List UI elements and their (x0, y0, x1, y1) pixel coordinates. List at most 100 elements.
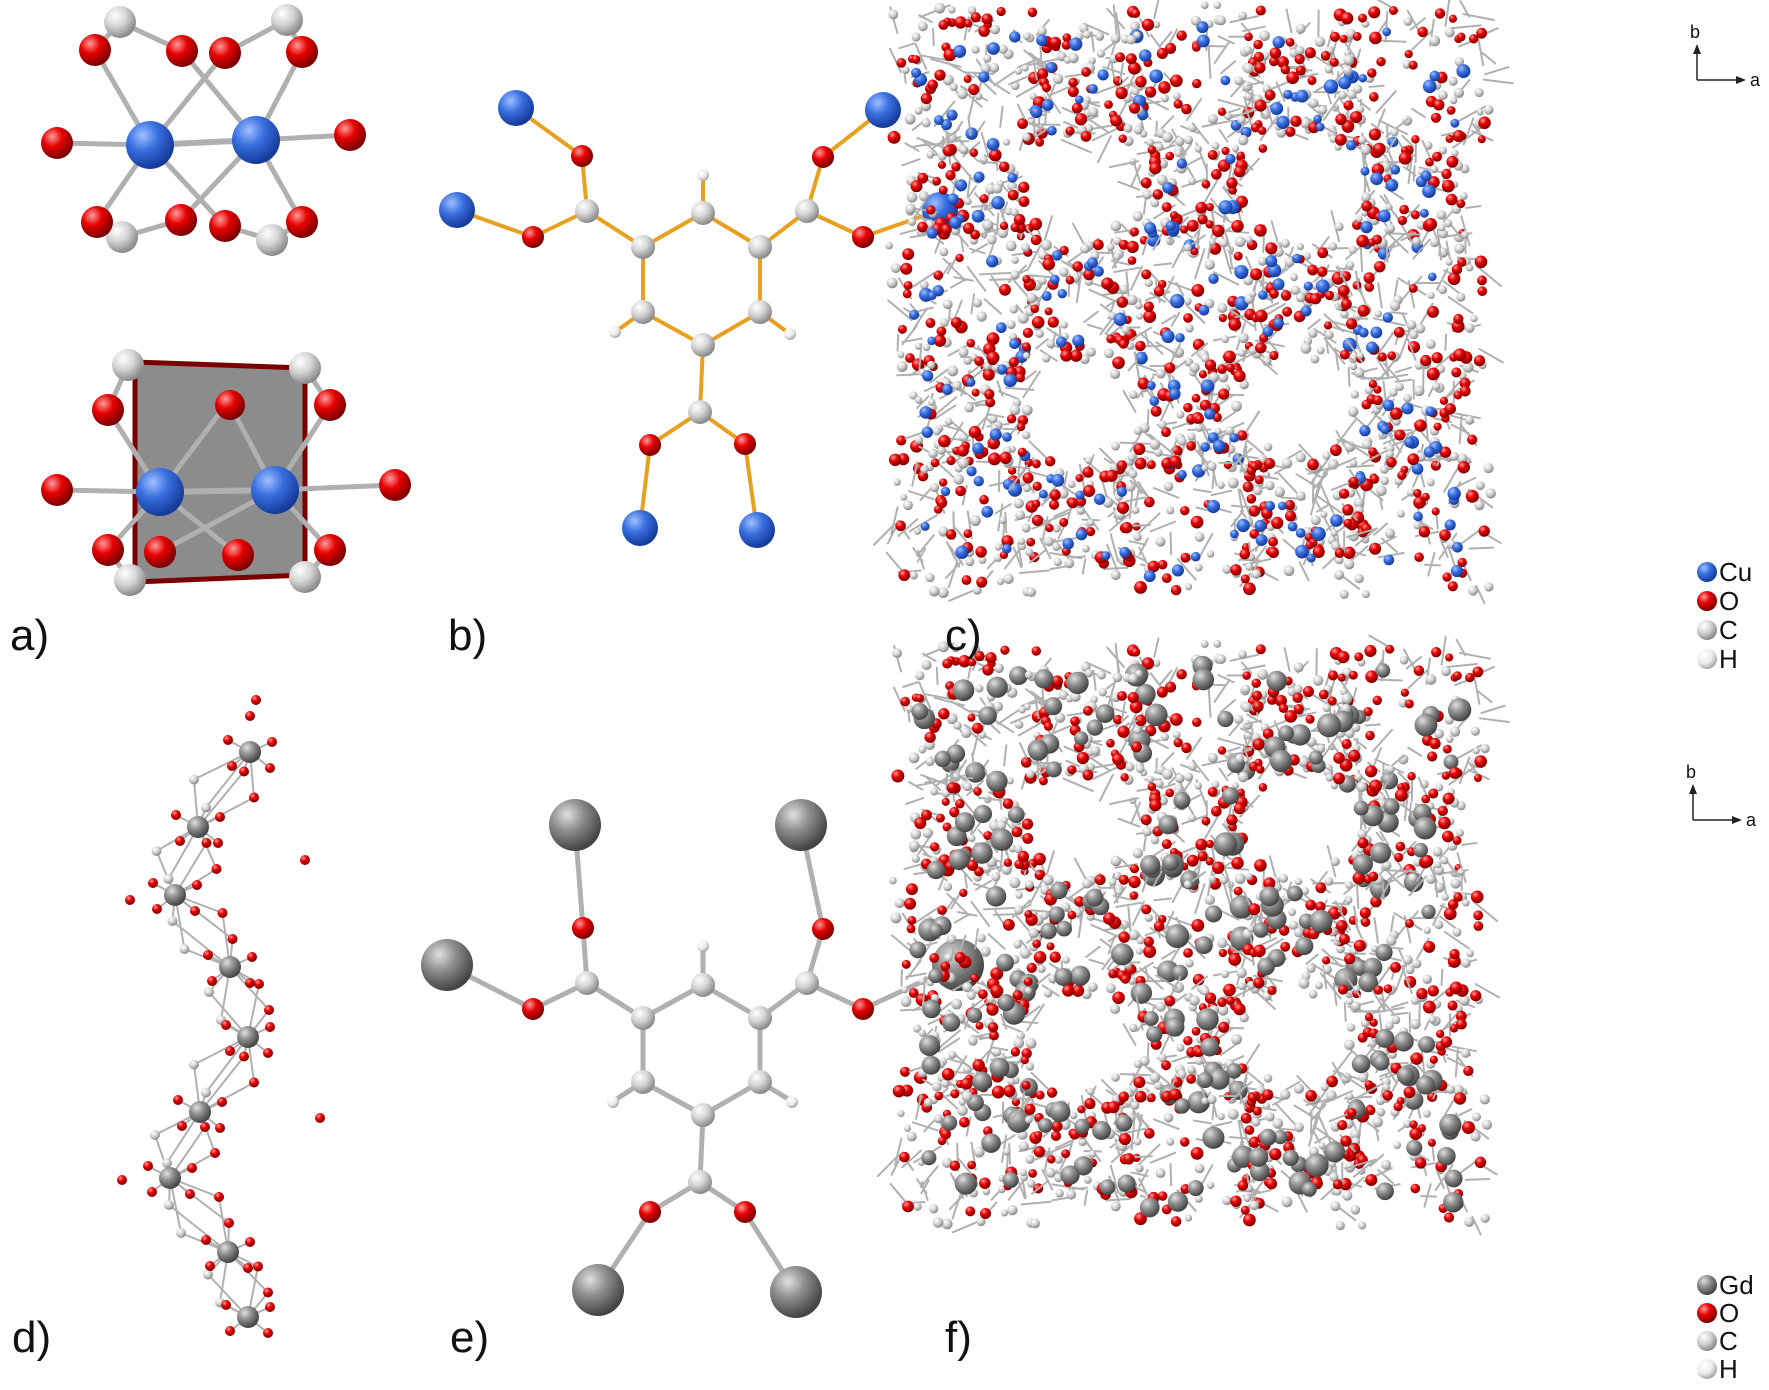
o-atom (1357, 304, 1370, 317)
c-atom (1409, 330, 1419, 340)
c-atom (908, 752, 920, 764)
o-atom (249, 792, 259, 803)
bond (1353, 416, 1367, 428)
bond (1346, 527, 1379, 539)
c-atom (952, 380, 962, 391)
o-atom (1340, 12, 1354, 25)
c-atom (1339, 589, 1349, 599)
c-atom (929, 1204, 939, 1214)
bond (1031, 53, 1038, 81)
o-atom (1118, 134, 1127, 143)
c-atom (1386, 765, 1395, 774)
o-atom (1050, 1130, 1062, 1142)
o-atom (1339, 933, 1350, 945)
cu-atom (991, 195, 1005, 210)
bond (1340, 680, 1356, 702)
cu-atom (439, 192, 475, 228)
bond (1296, 1192, 1308, 1213)
o-atom (1007, 189, 1019, 201)
c-atom (904, 113, 916, 125)
o-atom (852, 998, 874, 1020)
c-atom (1324, 65, 1333, 74)
bond (1266, 107, 1274, 125)
c-atom (1403, 1119, 1412, 1128)
gd-atom (1217, 710, 1234, 728)
bond (1061, 106, 1080, 116)
o-atom (1113, 714, 1123, 725)
bond (1334, 347, 1340, 371)
bond (1298, 443, 1314, 460)
c-atom (897, 351, 905, 359)
cu-atom (1270, 101, 1284, 115)
o-atom (1129, 891, 1139, 900)
bond (1015, 914, 1031, 933)
o-atom (1011, 1097, 1021, 1107)
o-atom (1372, 695, 1382, 706)
c-atom (968, 834, 976, 843)
o-atom (1418, 525, 1431, 538)
bond (197, 770, 245, 828)
gd-atom (1439, 1113, 1462, 1137)
c-atom (1088, 107, 1099, 117)
bond (1008, 464, 1029, 492)
bond (1065, 250, 1085, 265)
o-atom (1337, 285, 1350, 297)
o-atom (1364, 644, 1377, 658)
o-atom (1470, 990, 1482, 1002)
c-atom (1374, 310, 1383, 318)
o-atom (1330, 444, 1342, 457)
c-atom (1005, 240, 1017, 252)
o-atom (522, 998, 544, 1020)
o-atom (972, 722, 984, 734)
c-atom (1009, 404, 1021, 416)
c-atom (921, 118, 931, 128)
o-atom (1217, 107, 1227, 116)
gd-atom (921, 1150, 937, 1166)
cu-atom (1450, 118, 1460, 128)
gd-atom (1301, 1181, 1317, 1197)
bond (980, 132, 990, 159)
bond (1175, 281, 1185, 297)
c-atom (962, 782, 973, 792)
c-atom (1200, 639, 1209, 648)
c-atom (1221, 335, 1230, 344)
o-atom (986, 1003, 999, 1016)
bond (1217, 737, 1247, 748)
bond (996, 380, 1004, 397)
cu-atom (946, 109, 958, 121)
c-atom (1462, 361, 1474, 373)
o-atom (1430, 112, 1442, 123)
gd-atom (239, 741, 261, 763)
c-atom (911, 854, 920, 863)
bond (1244, 719, 1263, 726)
o-atom (963, 75, 972, 84)
bond (1042, 215, 1053, 246)
bond (1464, 1177, 1491, 1181)
c-atom (1056, 51, 1067, 62)
c-atom (1353, 497, 1365, 509)
o-atom (1075, 474, 1084, 483)
c-atom (1247, 925, 1255, 933)
o-atom (1143, 936, 1155, 947)
o-atom (1127, 256, 1137, 265)
bond (914, 43, 928, 71)
o-atom (1251, 690, 1263, 701)
bond (912, 307, 928, 331)
o-atom (1268, 536, 1278, 547)
bond (1083, 1189, 1089, 1206)
c-atom (1403, 393, 1412, 403)
o-atom (1269, 47, 1282, 59)
o-atom (907, 916, 917, 925)
gd-atom (996, 953, 1015, 972)
o-atom (917, 221, 928, 233)
c-atom (1288, 920, 1299, 930)
o-atom (1377, 352, 1387, 362)
bond (1153, 897, 1173, 902)
c-atom (1427, 291, 1435, 300)
cu-atom (1382, 399, 1395, 411)
gd-atom (1115, 1114, 1133, 1132)
o-atom (1282, 306, 1293, 317)
c-atom (922, 343, 931, 352)
o-atom (1006, 414, 1017, 424)
c-atom (1121, 325, 1130, 335)
